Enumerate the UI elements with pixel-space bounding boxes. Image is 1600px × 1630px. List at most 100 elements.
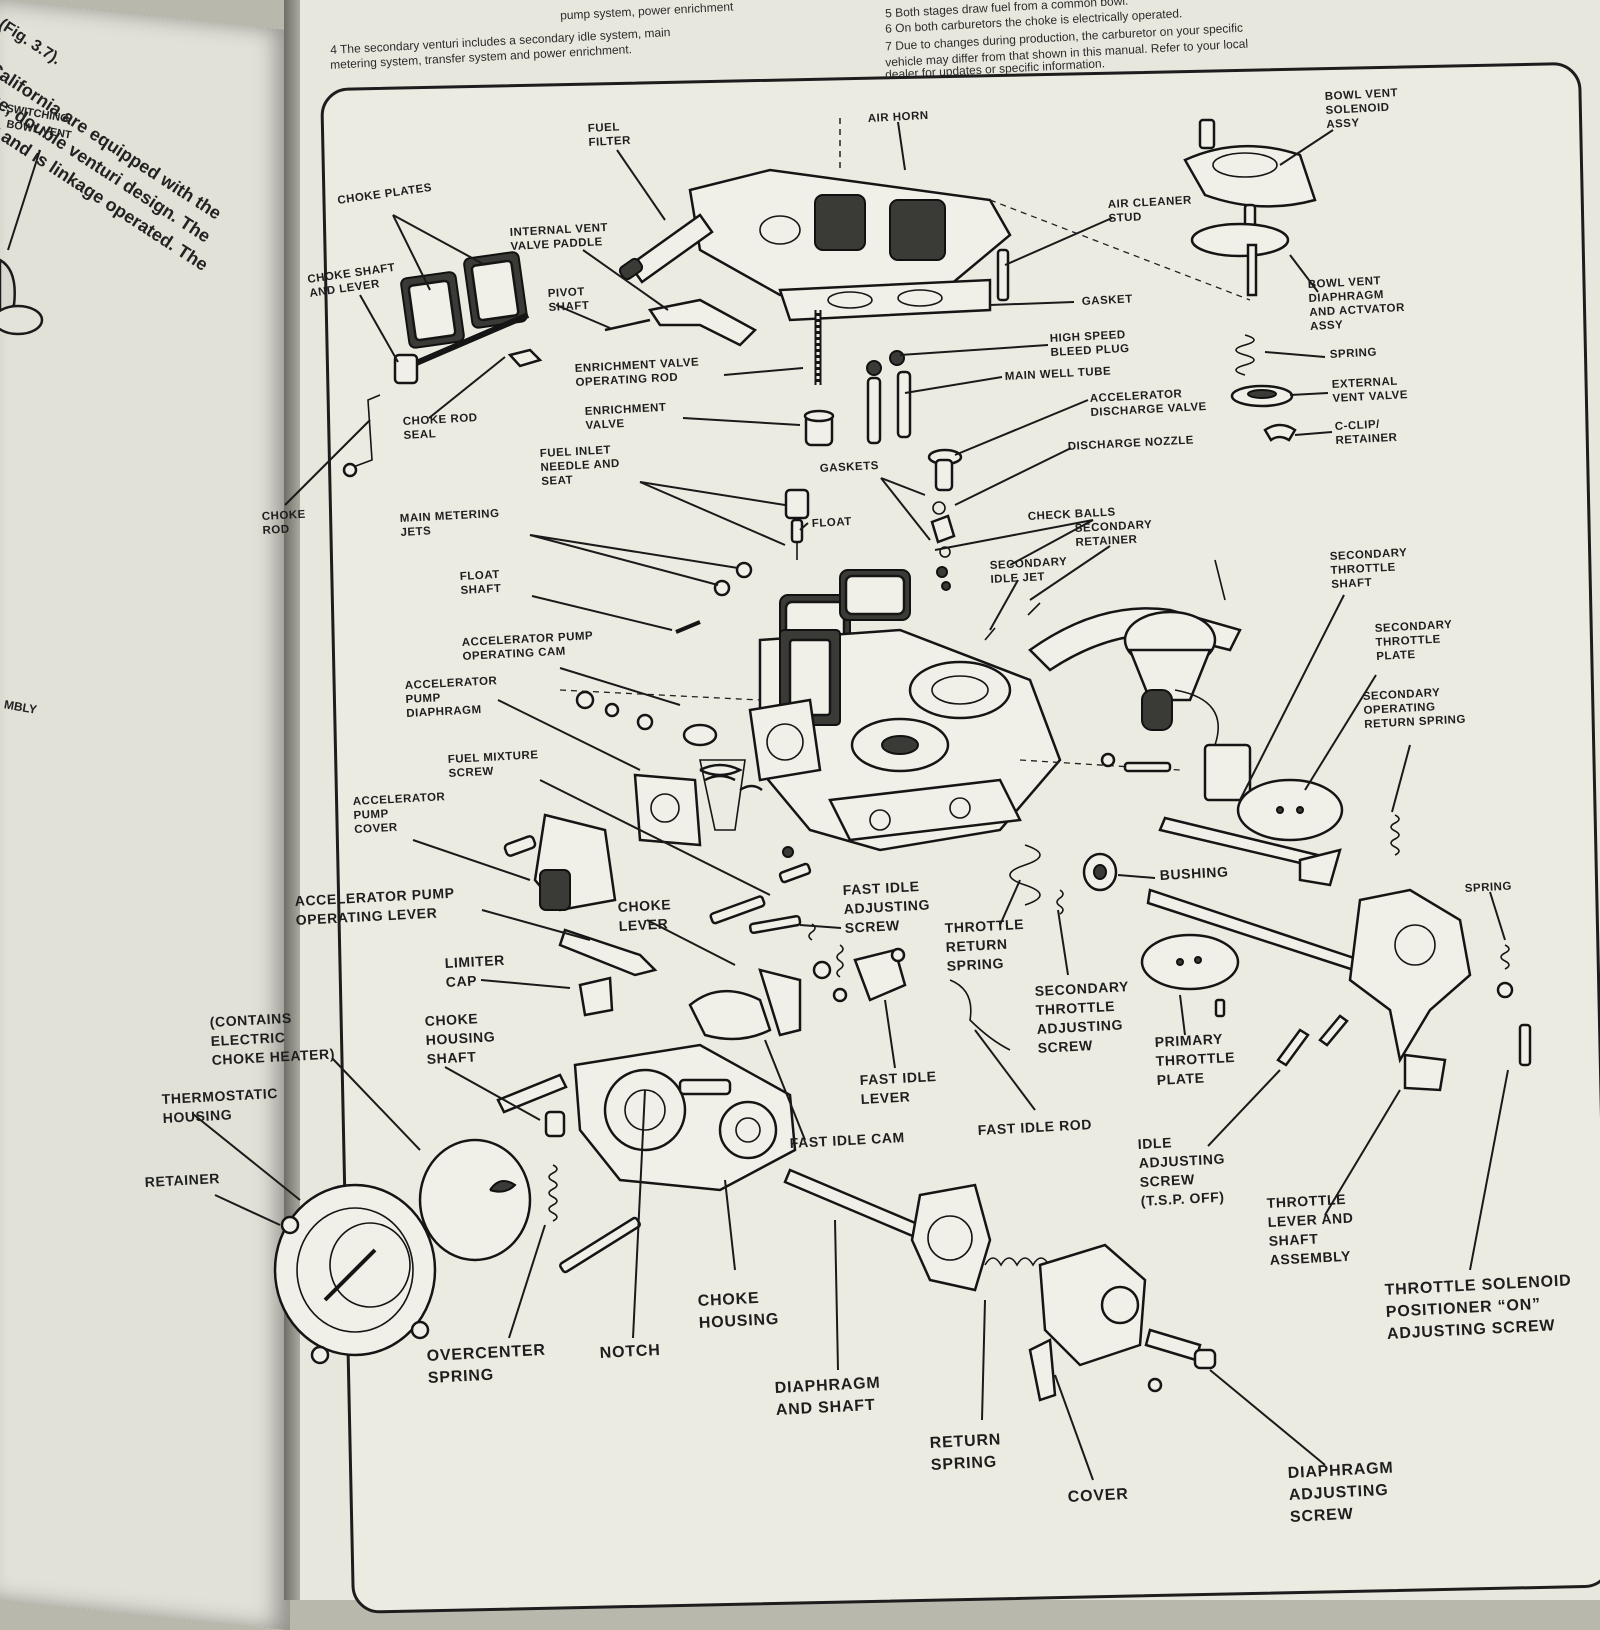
label-line: BLEED PLUG xyxy=(1050,343,1130,359)
label-diaphragm-shaft: DIAPHRAGMAND SHAFT xyxy=(774,1374,882,1418)
fast-idle-lever-part xyxy=(836,944,907,1002)
label-line: MAIN METERING xyxy=(400,508,500,525)
label-line: HOUSING xyxy=(425,1028,495,1048)
label-line: JETS xyxy=(400,525,431,539)
label-diaphragm-adjusting-screw: DIAPHRAGMADJUSTINGSCREW xyxy=(1287,1459,1396,1525)
label-line: BOWL VENT xyxy=(1308,275,1382,291)
choke-housing-shaft-part xyxy=(496,1073,568,1138)
diaphragm-adjusting-screw-part xyxy=(1144,1328,1217,1393)
label-line: COVER xyxy=(354,822,398,836)
label-line: DIAPHRAGM xyxy=(406,704,482,720)
label-line: RETAINER xyxy=(144,1170,220,1190)
label-line: VENT VALVE xyxy=(1332,389,1408,405)
label-fast-idle-adjusting-screw: FAST IDLEADJUSTINGSCREW xyxy=(842,878,931,936)
label-line: SECONDARY xyxy=(1330,547,1408,563)
label-bowl-vent-diaphragm: BOWL VENTDIAPHRAGMAND ACTVATORASSY xyxy=(1308,274,1407,333)
label-line: ASSY xyxy=(1310,319,1344,333)
label-line: ADJUSTING SCREW xyxy=(1387,1317,1556,1343)
choke-housing-screw-part xyxy=(559,1216,641,1274)
left-page-fragment-drawing xyxy=(0,149,44,336)
label-line: FAST IDLE xyxy=(859,1068,937,1088)
label-line: PUMP xyxy=(353,808,389,822)
label-line: SECONDARY xyxy=(990,556,1068,572)
label-electric-choke-heater: (CONTAINSELECTRICCHOKE HEATER) xyxy=(209,1008,335,1068)
plate-screw-part xyxy=(1214,998,1226,1018)
label-external-vent: EXTERNALVENT VALVE xyxy=(1332,375,1409,405)
label-line: OVERCENTER xyxy=(426,1342,546,1365)
high-speed-bleed-plug-part xyxy=(866,350,905,376)
label-line: IDLE xyxy=(1137,1134,1172,1152)
label-line: DIAPHRAGM xyxy=(1308,289,1384,305)
diaphragm-plate-part xyxy=(910,1183,992,1292)
label-line: ACCELERATOR xyxy=(1090,388,1183,405)
label-high-speed-bleed: HIGH SPEEDBLEED PLUG xyxy=(1050,329,1130,359)
label-float-shaft: FLOATSHAFT xyxy=(460,569,502,597)
overcenter-spring-part xyxy=(548,1164,558,1222)
secondary-throttle-shaft-part xyxy=(1158,816,1342,887)
label-line: COVER xyxy=(1067,1486,1129,1506)
label-line: MAIN WELL TUBE xyxy=(1005,365,1112,383)
label-line: SHAFT xyxy=(1331,577,1372,591)
label-secondary-retainer: SECONDARYRETAINER xyxy=(1075,519,1154,549)
bushing-part xyxy=(1082,852,1118,892)
label-throttle-solenoid: THROTTLE SOLENOIDPOSITIONER “ON”ADJUSTIN… xyxy=(1384,1272,1574,1343)
label-line: SCREW xyxy=(448,766,494,780)
label-line: PUMP xyxy=(405,692,441,706)
label-line: LEVER AND xyxy=(1267,1210,1354,1230)
label-line: RETAINER xyxy=(1075,534,1138,549)
label-overcenter-spring: OVERCENTERSPRING xyxy=(426,1342,547,1387)
label-line: VALVE PADDLE xyxy=(510,236,603,253)
internal-vent-paddle-part xyxy=(647,298,758,347)
return-spring-part xyxy=(984,1257,1050,1267)
accelerator-discharge-valve-part xyxy=(927,448,963,492)
discharge-nozzle-part xyxy=(930,501,956,591)
label-line: FLOAT xyxy=(812,516,853,530)
label-accel-pump-cover: ACCELERATORPUMPCOVER xyxy=(353,791,448,836)
label-line: NOTCH xyxy=(599,1342,661,1362)
label-line: SECONDARY xyxy=(1363,687,1441,703)
label-choke-housing-shaft: CHOKEHOUSINGSHAFT xyxy=(424,1009,496,1067)
label-air-cleaner-stud: AIR CLEANERSTUD xyxy=(1108,195,1194,225)
label-line: ADJUSTING xyxy=(843,896,930,916)
fuel-filter-part xyxy=(618,213,714,284)
label-line: (T.S.P. OFF) xyxy=(1140,1189,1225,1209)
label-line: THROTTLE xyxy=(1375,634,1441,649)
label-line: CHOKE xyxy=(617,896,671,915)
label-line: INTERNAL VENT xyxy=(510,222,609,239)
label-line: ADJUSTING xyxy=(1288,1482,1388,1504)
leader-lines xyxy=(192,121,1509,1481)
label-accel-discharge: ACCELERATORDISCHARGE VALVE xyxy=(1090,387,1208,419)
label-fuel-filter: FUELFILTER xyxy=(588,121,632,149)
secondary-operating-spring-part xyxy=(1390,814,1400,856)
thermostatic-housing-part xyxy=(273,1183,437,1365)
label-limiter-cap: LIMITERCAP xyxy=(444,952,506,990)
enrichment-valve-part xyxy=(803,409,835,447)
label-discharge-nozzle: DISCHARGE NOZZLE xyxy=(1068,434,1195,453)
label-c-clip: C-CLIP/RETAINER xyxy=(1335,418,1398,447)
label-line: CHECK BALLS xyxy=(1028,506,1116,523)
label-line: SOLENOID xyxy=(1325,102,1390,117)
label-line: SHAFT xyxy=(548,300,589,314)
label-line: THERMOSTATIC xyxy=(161,1085,278,1107)
label-line: FAST IDLE xyxy=(842,878,920,898)
label-line: CHOKE HEATER) xyxy=(211,1046,335,1068)
label-line: DIAPHRAGM xyxy=(1287,1459,1394,1482)
label-line: SCREW xyxy=(1139,1171,1195,1190)
label-line: POSITIONER “ON” xyxy=(1385,1296,1541,1321)
label-line: EXTERNAL xyxy=(1332,376,1399,391)
label-line: HIGH SPEED xyxy=(1050,329,1126,345)
label-secondary-throttle-shaft: SECONDARYTHROTTLESHAFT xyxy=(1330,547,1410,591)
pump-screw-part xyxy=(503,835,537,857)
label-line: RETURN xyxy=(929,1431,1001,1452)
label-line: FUEL INLET xyxy=(540,444,612,460)
label-gaskets: GASKETS xyxy=(820,460,880,475)
label-line: SHAFT xyxy=(1268,1230,1318,1249)
air-cleaner-stud-part xyxy=(996,248,1010,302)
label-line: FAST IDLE CAM xyxy=(789,1129,905,1151)
choke-rod-seal-part xyxy=(507,348,543,368)
label-line: SPRING xyxy=(1465,881,1513,895)
secondary-diaphragm-housing-part xyxy=(1123,559,1252,802)
label-retainer: RETAINER xyxy=(144,1170,220,1190)
label-throttle-lever-shaft: THROTTLELEVER ANDSHAFTASSEMBLY xyxy=(1266,1191,1355,1268)
